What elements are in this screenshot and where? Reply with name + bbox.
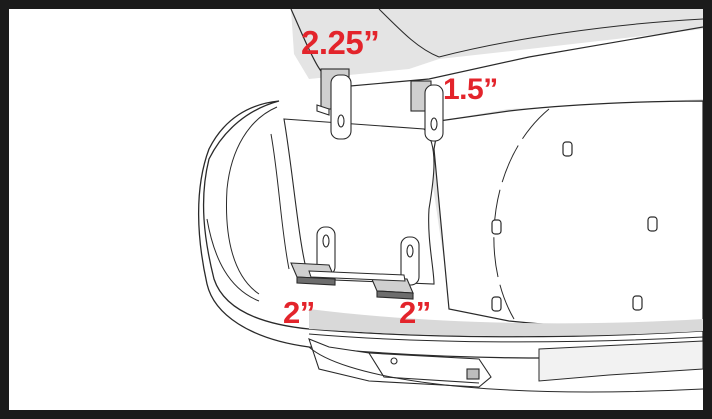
lower-grille-edge <box>538 340 703 382</box>
bumper-bracket-illustration <box>197 9 703 393</box>
measurement-label-bottom-right: 2” <box>399 295 431 330</box>
bumper-bottom-seam <box>308 333 703 343</box>
bracket-top-left <box>316 68 352 140</box>
measurement-label-top-right: 1.5” <box>443 73 498 106</box>
plate-curve <box>493 108 550 320</box>
mounting-studs <box>491 141 658 312</box>
mounting-plate <box>433 100 703 331</box>
lower-cross-bar <box>308 270 406 282</box>
bumper-inner-edge <box>226 106 278 295</box>
bumper-cover <box>197 100 703 359</box>
bracket-top-right <box>410 80 444 142</box>
bracket-bottom-right <box>370 236 420 300</box>
lower-band <box>309 309 703 337</box>
hood-edge-inner <box>378 9 440 58</box>
measurement-label-top-left: 2.25” <box>301 24 380 61</box>
lower-skirt <box>308 346 703 393</box>
hood-top-line <box>438 18 703 58</box>
recess-inner <box>270 133 290 270</box>
license-plate-bracket <box>308 338 492 388</box>
bumper-lip <box>206 218 260 302</box>
measurement-label-bottom-left: 2” <box>283 295 315 330</box>
